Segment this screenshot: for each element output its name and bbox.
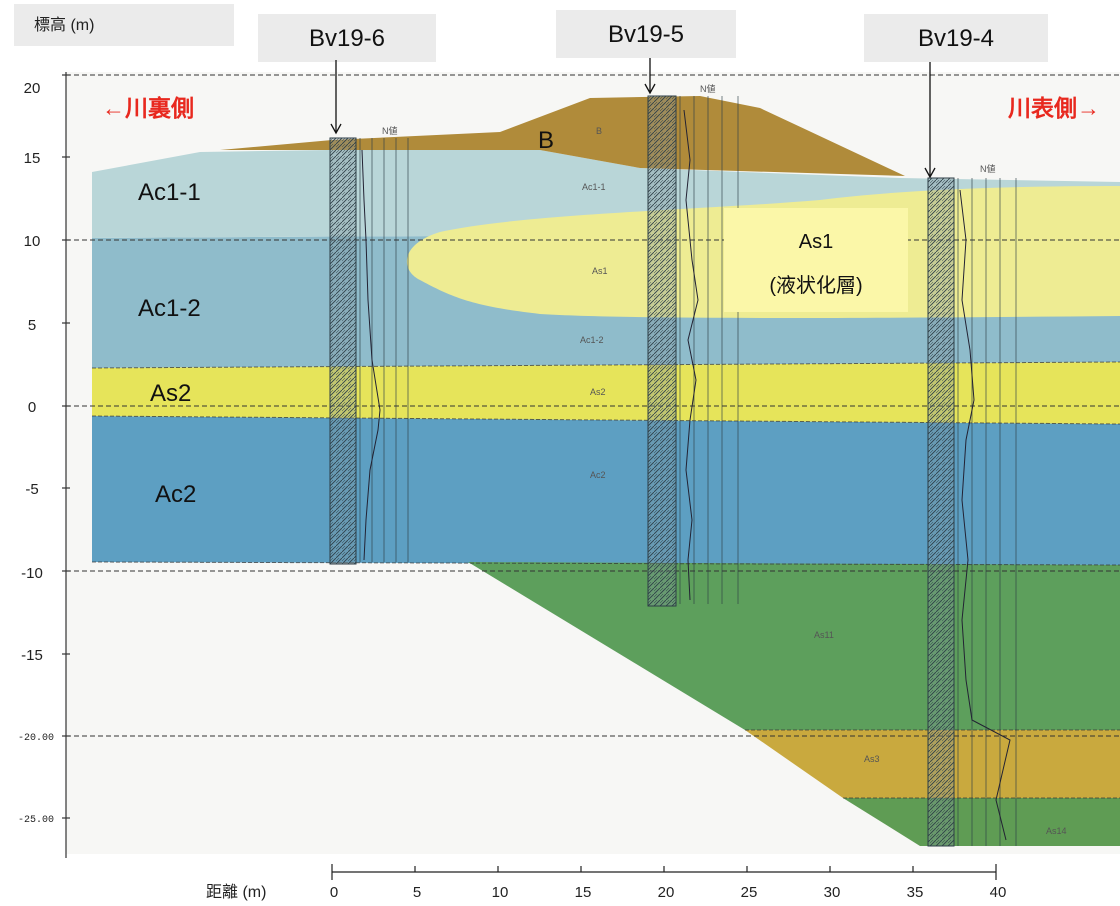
y-tick-label: 0 — [28, 399, 36, 416]
borehole-arrows — [330, 58, 936, 179]
layer-embankment — [220, 96, 905, 176]
small-layer-label: B — [596, 126, 602, 136]
layer-label-embankment: B — [538, 127, 554, 154]
side-label-right: 川表側→ — [1008, 95, 1100, 121]
y-tick-label: 15 — [24, 150, 41, 167]
borehole-label: Bv19-5 — [608, 21, 684, 48]
layer-label-ac1-2: Ac1-2 — [138, 295, 201, 322]
x-tick-label: 25 — [741, 884, 758, 901]
x-tick-label: 10 — [492, 884, 509, 901]
y-tick-label: 5 — [28, 317, 36, 334]
small-layer-label: Ac1-2 — [580, 335, 604, 345]
small-layer-label: Ac1-1 — [582, 182, 606, 192]
y-axis-title-box — [14, 4, 234, 46]
layer-label-as2: As2 — [150, 380, 191, 407]
small-layer-label: Ac2 — [590, 470, 606, 480]
side-label-left: ←川裏側 — [102, 95, 194, 121]
y-tick-label: -5 — [25, 481, 38, 498]
y-tick-label: 20 — [24, 80, 41, 97]
borehole-label: Bv19-6 — [309, 25, 385, 52]
layer-as2 — [92, 362, 1120, 424]
borehole-label: Bv19-4 — [918, 25, 994, 52]
y-tick-label: -20.00 — [18, 733, 54, 744]
borehole-bv19-5 — [647, 95, 739, 607]
x-tick-label: 0 — [330, 884, 338, 901]
y-tick-label: -25.00 — [18, 815, 54, 826]
y-label-column — [0, 62, 62, 862]
x-tick-marks — [331, 864, 997, 880]
small-layer-label: As1 — [592, 266, 608, 276]
small-layer-label: As2 — [590, 387, 606, 397]
y-tick-label: -10 — [21, 565, 43, 582]
layer-as11 — [468, 562, 1120, 730]
small-layer-label: As3 — [864, 754, 880, 764]
x-tick-label: 15 — [575, 884, 592, 901]
x-tick-label: 35 — [907, 884, 924, 901]
borehole-label-box — [258, 14, 436, 62]
y-tick-marks — [62, 74, 70, 819]
borehole-bv19-6 — [329, 137, 409, 565]
as1-callout-subtitle: (液状化層) — [769, 274, 862, 297]
y-tick-label: -15 — [21, 647, 43, 664]
small-n-label: N値 — [700, 83, 716, 94]
x-tick-label: 20 — [658, 884, 675, 901]
borehole-bv19-4 — [927, 177, 1017, 847]
borehole-label-box — [556, 10, 736, 58]
y-axis-title: 標高 (m) — [34, 16, 94, 34]
layer-label-ac1-1: Ac1-1 — [138, 179, 201, 206]
x-axis-title: 距離 (m) — [206, 883, 266, 901]
small-n-label: N値 — [980, 163, 996, 174]
borehole-label-box — [864, 14, 1048, 62]
x-tick-label: 5 — [413, 884, 421, 901]
small-n-label: N値 — [382, 125, 398, 136]
small-layer-label: As11 — [814, 630, 834, 640]
small-layer-label: As14 — [1046, 826, 1067, 836]
layer-label-ac2: Ac2 — [155, 481, 196, 508]
x-tick-label: 40 — [990, 884, 1007, 901]
layer-as14 — [843, 798, 1120, 846]
y-tick-label: 10 — [24, 233, 41, 250]
x-tick-label: 30 — [824, 884, 841, 901]
as1-callout-title: As1 — [799, 231, 833, 253]
as1-callout-box — [724, 208, 908, 312]
